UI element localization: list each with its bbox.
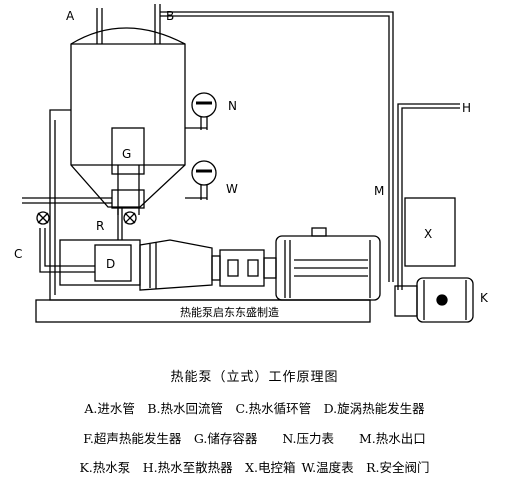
shaft-coupling: [211, 249, 277, 287]
diagram-caption: 热能泵（立式）工作原理图: [170, 370, 339, 385]
tank-inner-column: [111, 127, 145, 215]
vortex-heat-generator-d: [59, 239, 213, 291]
label-n: N: [228, 99, 237, 113]
label-x: X: [424, 227, 432, 241]
electric-control-box-x: [404, 197, 456, 267]
storage-tank: [70, 27, 186, 208]
label-k: K: [480, 291, 489, 305]
label-g: G: [122, 147, 131, 161]
motor: [275, 227, 381, 301]
legend-row-1: A.进水管 B.热水回流管 C.热水循环管 D.旋涡热能发生器: [84, 401, 425, 416]
circulation-pipe-c: [22, 109, 370, 301]
pressure-gauge-n: [185, 92, 217, 130]
base-plate-text: 热能泵启东东盛制造: [180, 305, 279, 319]
hot-water-outlet-pipe-m: [160, 11, 394, 282]
radiator-pipe-h: [397, 103, 460, 290]
label-r: R: [96, 219, 104, 233]
label-m: M: [374, 184, 384, 198]
label-w: W: [226, 182, 238, 196]
return-pipe-b: [154, 4, 161, 44]
label-a: A: [66, 9, 75, 23]
label-b: B: [166, 9, 174, 23]
valve-r-secondary: [117, 208, 137, 240]
label-h: H: [462, 101, 471, 115]
label-d: D: [106, 257, 115, 271]
legend-row-3: K.热水泵 H.热水至散热器 X.电控箱 W.温度表 R.安全阀门: [79, 460, 430, 475]
inlet-pipe-a: [96, 8, 103, 44]
label-c: C: [14, 247, 22, 261]
legend-row-2: F.超声热能发生器 G.储存容器 N.压力表 M.热水出口: [83, 431, 426, 446]
hot-water-pump-k: [394, 277, 474, 323]
temperature-gauge-w: [185, 160, 217, 200]
base-plate: [35, 299, 371, 323]
safety-valve-r: [36, 211, 50, 225]
